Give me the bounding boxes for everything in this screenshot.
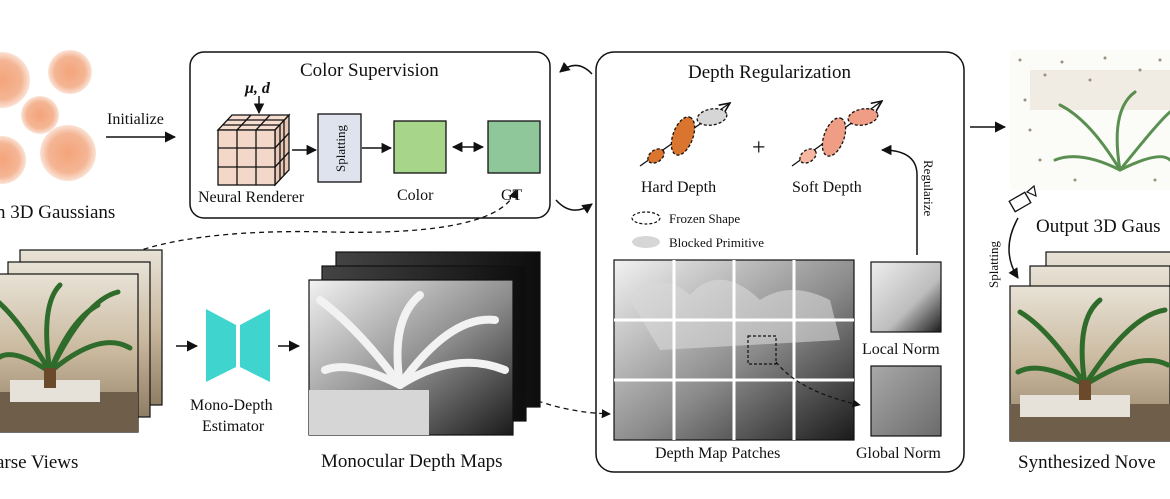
- splatting-right-label: Splatting: [986, 241, 1001, 288]
- depth-map-patches-grid: [613, 259, 855, 441]
- camera-icon: [1008, 184, 1037, 213]
- hard-depth-figure: [639, 103, 730, 167]
- local-norm-label: Local Norm: [862, 341, 940, 358]
- color-supervision-panel: [189, 51, 551, 219]
- soft-depth-label: Soft Depth: [792, 179, 862, 196]
- color-box: [393, 120, 447, 174]
- global-norm-patch: [870, 365, 942, 437]
- splatting-right-arrow: [1008, 217, 1019, 279]
- splatting-box: [317, 113, 362, 183]
- frozen-shape-legend-icon: [631, 211, 661, 225]
- plus-sign: +: [752, 135, 766, 161]
- global-norm-label: Global Norm: [856, 445, 941, 462]
- monocular-depth-maps-stack: [308, 251, 541, 436]
- color-supervision-title: Color Supervision: [300, 60, 439, 81]
- gt-box: [487, 120, 541, 174]
- mono-depth-label: Mono-Depth: [190, 397, 273, 414]
- estimator-label: Estimator: [202, 418, 265, 435]
- depth-map-patches-label: Depth Map Patches: [655, 445, 780, 462]
- hard-depth-label: Hard Depth: [641, 179, 716, 196]
- sparse-views-label: arse Views: [0, 452, 78, 473]
- hourglass-network-icon-right: [240, 309, 270, 382]
- patch-to-global-dashed-arrow: [775, 361, 861, 408]
- gt-label: GT: [501, 187, 523, 204]
- soft-depth-figure: [791, 101, 882, 167]
- synthesized-views-label: Synthesized Nove: [1018, 452, 1156, 473]
- sparse-views-stack: [0, 249, 163, 433]
- depth-to-patches-dashed-arrow: [512, 389, 611, 419]
- cube-grid-icon: [216, 113, 291, 187]
- gaussians-label: n 3D Gaussians: [0, 202, 115, 223]
- color-label: Color: [397, 187, 434, 204]
- params-label: μ, d: [244, 80, 271, 97]
- blocked-primitive-legend-icon: [632, 236, 660, 248]
- initial-gaussians: [0, 50, 96, 184]
- output-3d-label: Output 3D Gaus: [1036, 216, 1161, 237]
- splatting-label: Splatting: [333, 125, 348, 172]
- regularize-arrow: [880, 144, 918, 255]
- frozen-shape-label: Frozen Shape: [669, 211, 740, 226]
- output-point-cloud: [1010, 50, 1170, 190]
- neural-renderer-label: Neural Renderer: [198, 189, 305, 206]
- local-norm-patch: [870, 261, 942, 333]
- blocked-primitive-label: Blocked Primitive: [669, 235, 764, 250]
- monocular-depth-maps-label: Monocular Depth Maps: [321, 451, 503, 472]
- hourglass-network-icon: [206, 309, 236, 382]
- synthesized-views-stack: [1009, 251, 1170, 442]
- depth-regularization-panel: [595, 51, 965, 473]
- regularize-label: Regularize: [921, 160, 936, 217]
- supervision-to-depth-arrow: [559, 61, 593, 75]
- views-to-gt-dashed-arrow: [109, 189, 518, 263]
- initialize-label: Initialize: [107, 111, 164, 128]
- depth-regularization-title: Depth Regularization: [688, 62, 852, 83]
- depth-to-supervision-arrow: [555, 199, 593, 214]
